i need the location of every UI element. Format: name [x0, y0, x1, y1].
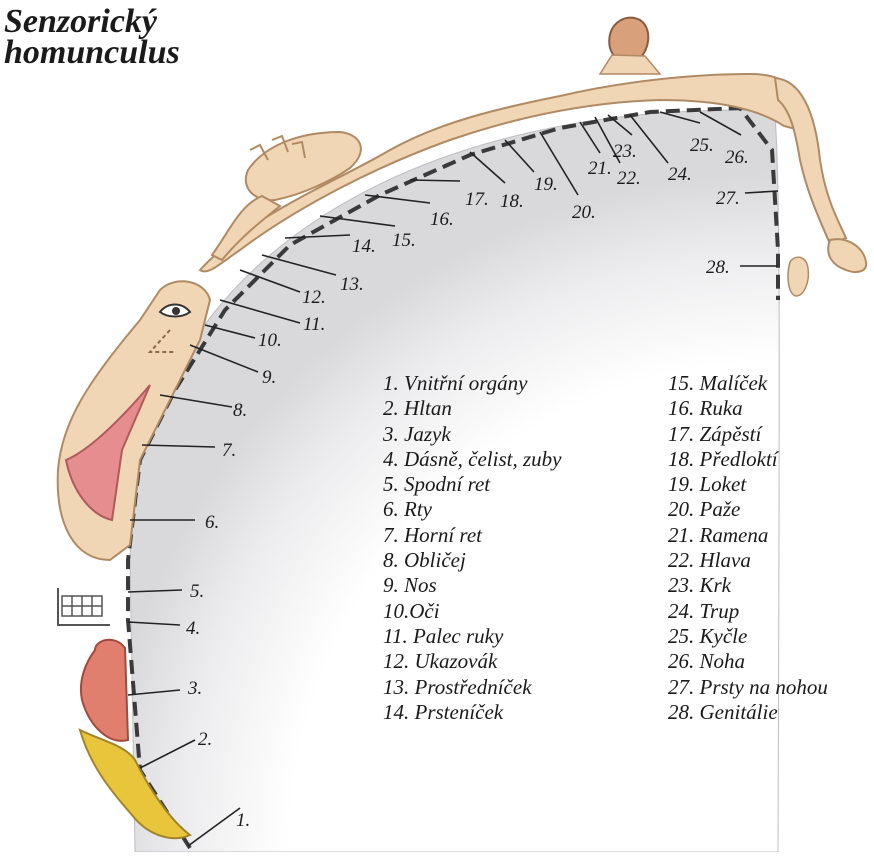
legend-item-15: 15. Malíček: [668, 371, 828, 396]
legend-item-21: 21. Ramena: [668, 523, 828, 548]
title-line-2: homunculus: [4, 37, 180, 68]
callout-number-10: 10.: [258, 330, 282, 351]
legend-item-14: 14. Prsteníček: [383, 700, 561, 725]
leg-figure: [775, 78, 846, 244]
callout-number-1: 1.: [236, 810, 250, 831]
callout-number-14: 14.: [352, 236, 376, 257]
callout-number-19: 19.: [534, 174, 558, 195]
legend-item-6: 6. Rty: [383, 497, 561, 522]
legend-item-11: 11. Palec ruky: [383, 624, 561, 649]
callout-number-23: 23.: [613, 141, 637, 162]
legend-column-2: 15. Malíček 16. Ruka 17. Zápěstí 18. Pře…: [668, 371, 828, 725]
legend-item-17: 17. Zápěstí: [668, 422, 828, 447]
neck-figure: [600, 55, 660, 74]
callout-number-9: 9.: [262, 367, 276, 388]
legend-item-24: 24. Trup: [668, 599, 828, 624]
legend-item-23: 23. Krk: [668, 573, 828, 598]
legend-item-3: 3. Jazyk: [383, 422, 561, 447]
title-line-1: Senzorický: [4, 6, 180, 37]
callout-number-7: 7.: [222, 440, 236, 461]
callout-line-17: [410, 180, 460, 181]
legend-column-1: 1. Vnitřní orgány 2. Hltan 3. Jazyk 4. D…: [383, 371, 561, 725]
legend-item-16: 16. Ruka: [668, 396, 828, 421]
callout-number-25: 25.: [690, 135, 714, 156]
callout-number-3: 3.: [187, 678, 202, 699]
tongue-figure: [81, 640, 128, 741]
callout-number-8: 8.: [233, 400, 247, 421]
callout-number-27: 27.: [716, 188, 740, 209]
legend-item-18: 18. Předloktí: [668, 447, 828, 472]
callout-number-20: 20.: [572, 202, 596, 223]
legend-item-28: 28. Genitálie: [668, 700, 828, 725]
callout-number-22: 22.: [617, 168, 641, 189]
legend-item-26: 26. Noha: [668, 649, 828, 674]
legend-item-27: 27. Prsty na nohou: [668, 675, 828, 700]
legend-item-10: 10.Oči: [383, 599, 561, 624]
callout-number-18: 18.: [500, 191, 524, 212]
legend-item-4: 4. Dásně, čelist, zuby: [383, 447, 561, 472]
legend-item-25: 25. Kyčle: [668, 624, 828, 649]
callout-number-17: 17.: [465, 189, 489, 210]
hand-figure: [246, 132, 361, 200]
callout-number-12: 12.: [302, 287, 326, 308]
legend-item-1: 1. Vnitřní orgány: [383, 371, 561, 396]
pupil-figure: [172, 307, 180, 315]
callout-number-16: 16.: [430, 209, 454, 230]
genitals-figure: [788, 257, 808, 296]
page-title: Senzorický homunculus: [4, 6, 180, 68]
callout-number-13: 13.: [340, 274, 364, 295]
foot-figure: [828, 239, 866, 272]
legend-item-22: 22. Hlava: [668, 548, 828, 573]
callout-number-26: 26.: [725, 147, 749, 168]
legend-item-5: 5. Spodní ret: [383, 472, 561, 497]
legend-item-2: 2. Hltan: [383, 396, 561, 421]
legend-item-8: 8. Obličej: [383, 548, 561, 573]
callout-number-24: 24.: [668, 164, 692, 185]
legend-item-20: 20. Paže: [668, 497, 828, 522]
legend-item-9: 9. Nos: [383, 573, 561, 598]
callout-number-21: 21.: [588, 158, 612, 179]
callout-number-4: 4.: [186, 618, 200, 639]
legend-item-13: 13. Prostředníček: [383, 675, 561, 700]
callout-number-6: 6.: [205, 512, 219, 533]
legend-item-12: 12. Ukazovák: [383, 649, 561, 674]
callout-number-2: 2.: [198, 729, 212, 750]
callout-number-28: 28.: [706, 257, 730, 278]
callout-number-11: 11.: [303, 314, 325, 335]
legend-item-7: 7. Horní ret: [383, 523, 561, 548]
callout-number-15: 15.: [392, 230, 416, 251]
callout-number-5: 5.: [190, 581, 204, 602]
legend-item-19: 19. Loket: [668, 472, 828, 497]
teeth-figure: [62, 596, 102, 616]
